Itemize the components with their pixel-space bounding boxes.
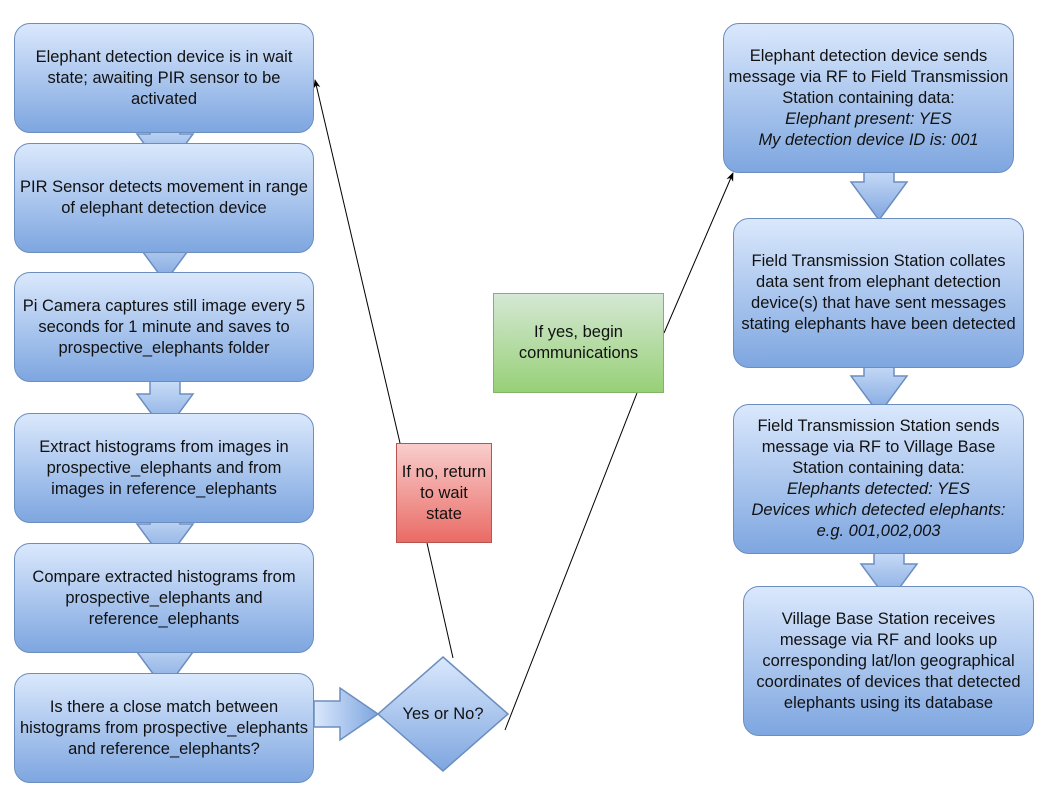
if-yes-node: If yes, begin communications <box>493 293 664 393</box>
wait-state-node: Elephant detection device is in wait sta… <box>14 23 314 133</box>
elephants-detected-line: Elephants detected: YES <box>786 480 971 498</box>
compare-histograms-text: Compare extracted histograms from prospe… <box>32 567 296 628</box>
village-base-text: Village Base Station receives message vi… <box>756 609 1021 712</box>
elephant-present-line: Elephant present: YES <box>785 109 952 128</box>
extract-histograms-text: Extract histograms from images in prospe… <box>39 437 289 498</box>
no-connector-lower <box>426 542 454 659</box>
village-base-node: Village Base Station receives message vi… <box>743 586 1034 736</box>
match-question-node: Is there a close match between histogram… <box>14 673 314 783</box>
field-sends-text: Field Transmission Station sends message… <box>757 417 1000 477</box>
decision-label: Yes or No? <box>402 704 484 723</box>
pir-detects-node: PIR Sensor detects movement in range of … <box>14 143 314 253</box>
compare-histograms-node: Compare extracted histograms from prospe… <box>14 543 314 653</box>
device-id-line: My detection device ID is: 001 <box>758 130 979 149</box>
extract-histograms-node: Extract histograms from images in prospe… <box>14 413 314 523</box>
field-sends-node: Field Transmission Station sends message… <box>733 404 1024 554</box>
if-no-node: If no, return to wait state <box>396 443 492 543</box>
device-ids-example-line: e.g. 001,002,003 <box>816 522 941 540</box>
if-no-text: If no, return to wait state <box>401 462 487 523</box>
yes-connector-lower <box>504 392 638 731</box>
decision-diamond <box>376 656 510 772</box>
no-connector-upper <box>313 79 401 444</box>
flow-arrow-to-decision <box>313 686 380 742</box>
send-to-field-node: Elephant detection device sends message … <box>723 23 1014 173</box>
field-collates-node: Field Transmission Station collates data… <box>733 218 1024 368</box>
if-yes-text: If yes, begin communications <box>518 323 639 362</box>
pir-detects-text: PIR Sensor detects movement in range of … <box>20 178 308 217</box>
camera-capture-text: Pi Camera captures still image every 5 s… <box>22 296 306 357</box>
send-to-field-text: Elephant detection device sends message … <box>728 46 1009 107</box>
field-collates-text: Field Transmission Station collates data… <box>741 252 1016 333</box>
yes-connector-upper <box>663 172 734 334</box>
devices-detected-line: Devices which detected elephants: <box>751 501 1006 519</box>
camera-capture-node: Pi Camera captures still image every 5 s… <box>14 272 314 382</box>
wait-state-text: Elephant detection device is in wait sta… <box>35 47 293 108</box>
match-question-text: Is there a close match between histogram… <box>20 697 308 758</box>
